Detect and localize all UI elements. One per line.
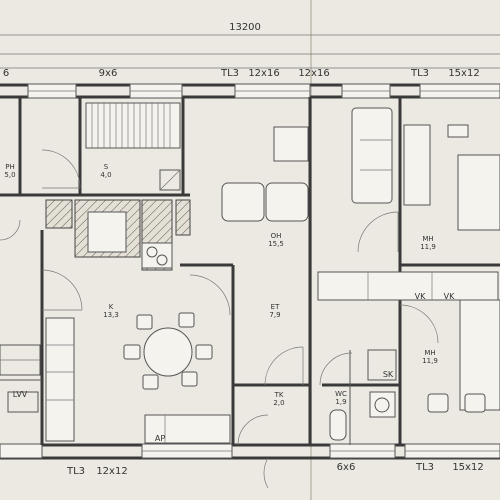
sauna-bench: [85, 102, 181, 191]
dim-12x16-b: 12x16: [298, 68, 329, 79]
label-vk-1: VK: [415, 292, 426, 301]
wc-fixtures: [329, 349, 397, 441]
dim-top-left: 6: [3, 68, 9, 79]
room-tk-area: 2,0: [273, 399, 284, 407]
bottom-windows: [0, 443, 500, 459]
room-s-area: 4,0: [100, 171, 111, 179]
dim-9x6: 9x6: [99, 68, 118, 79]
room-et-area: 7,9: [269, 311, 280, 319]
top-windows: [27, 83, 500, 99]
room-wc-area: 1,9: [335, 398, 346, 406]
dim-tl3-a: TL3: [220, 68, 239, 79]
room-ph-name: PH: [5, 163, 15, 171]
door-swings: [41, 149, 439, 489]
room-oh-area: 15,5: [268, 240, 284, 248]
room-tk-name: TK: [274, 391, 284, 399]
bedroom-1-furniture: [317, 124, 500, 301]
room-k-name: K: [109, 303, 114, 311]
label-lvv: LVV: [13, 390, 28, 399]
dim-tl3-b: TL3: [410, 68, 429, 79]
label-ap: AP: [155, 434, 165, 443]
room-mh2-name: MH: [424, 349, 435, 357]
room-mh2-area: 11,9: [422, 357, 438, 365]
dim-15x12-top: 15x12: [448, 68, 479, 79]
dim-bottom-6x6: 6x6: [337, 462, 356, 473]
room-k-area: 13,3: [103, 311, 119, 319]
room-mh1-area: 11,9: [420, 243, 436, 251]
room-ph-area: 5,0: [4, 171, 15, 179]
room-wc-name: WC: [335, 390, 347, 398]
kitchen-counter: [45, 317, 231, 444]
fireplace-masonry: [45, 199, 191, 271]
room-s-name: S: [104, 163, 109, 171]
overall-dimension: 13200: [229, 22, 261, 33]
dining-table: [123, 312, 213, 390]
room-oh-name: OH: [271, 232, 282, 240]
dim-bottom-12x12: 12x12: [96, 466, 127, 477]
dim-12x16-a: 12x16: [248, 68, 279, 79]
left-edge-details: [0, 219, 41, 413]
overall-dimension-line: [0, 34, 500, 69]
room-et-name: ET: [271, 303, 280, 311]
dim-bottom-15x12: 15x12: [452, 462, 483, 473]
stove: [141, 242, 173, 269]
label-sk: SK: [383, 370, 394, 379]
dim-bottom-tl3-b: TL3: [415, 462, 434, 473]
living-room-furniture: [221, 107, 393, 222]
label-vk-2: VK: [444, 292, 455, 301]
dim-bottom-tl3-a: TL3: [66, 466, 85, 477]
bedroom-2-furniture: [427, 299, 500, 413]
room-mh1-name: MH: [422, 235, 433, 243]
interior-walls: [0, 97, 500, 445]
